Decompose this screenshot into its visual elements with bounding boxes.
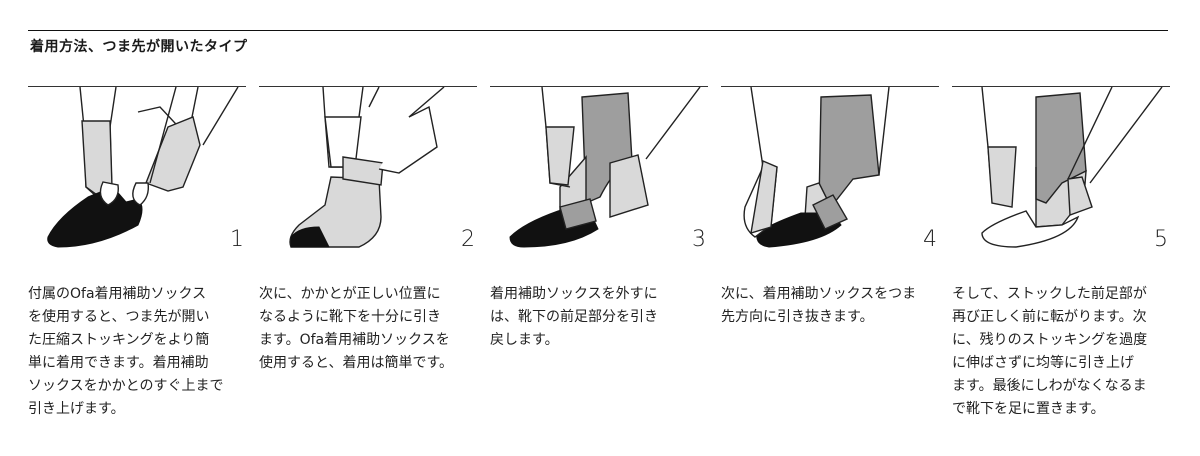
step-description: 次に、着用補助ソックスをつま 先方向に引き抜きます。: [721, 286, 917, 325]
step-number: 2: [461, 227, 475, 252]
step-rule: [952, 86, 1170, 87]
step-description: 次に、かかとが正しい位置に なるように靴下を十分に引き ます。Ofa着用補助ソッ…: [259, 286, 454, 371]
step-number: 5: [1154, 227, 1168, 252]
step-number: 3: [692, 227, 706, 252]
step-description: 着用補助ソックスを外すに は、靴下の前足部分を引き 戻します。: [490, 286, 658, 348]
step-rule: [490, 86, 708, 87]
step-2-illustration: 2: [259, 87, 477, 257]
step-description: そして、ストックした前足部が 再び正しく前に転がります。次 に、残りのストッキン…: [952, 286, 1148, 417]
step-1-illustration: 1: [28, 87, 246, 257]
step-3-illustration: 3: [490, 87, 708, 257]
step-3: 3 着用補助ソックスを外すに は、靴下の前足部分を引き 戻します。: [490, 86, 708, 352]
step-rule: [721, 86, 939, 87]
step-rule: [259, 86, 477, 87]
step-4-illustration: 4: [721, 87, 939, 257]
step-number: 1: [230, 227, 244, 252]
step-number: 4: [923, 227, 937, 252]
step-2: 2 次に、かかとが正しい位置に なるように靴下を十分に引き ます。Ofa着用補助…: [259, 86, 477, 375]
page-title: 着用方法、つま先が開いたタイプ: [30, 39, 248, 55]
step-5: 5 そして、ストックした前足部が 再び正しく前に転がります。次 に、残りのストッ…: [952, 86, 1170, 421]
step-description: 付属のOfa着用補助ソックス を使用すると、つま先が開い た圧縮ストッキングをよ…: [28, 286, 224, 417]
step-1: 1 付属のOfa着用補助ソックス を使用すると、つま先が開い た圧縮ストッキング…: [28, 86, 246, 421]
step-5-illustration: 5: [952, 87, 1170, 257]
header-rule: [28, 30, 1168, 31]
step-rule: [28, 86, 246, 87]
step-4: 4 次に、着用補助ソックスをつま 先方向に引き抜きます。: [721, 86, 939, 329]
